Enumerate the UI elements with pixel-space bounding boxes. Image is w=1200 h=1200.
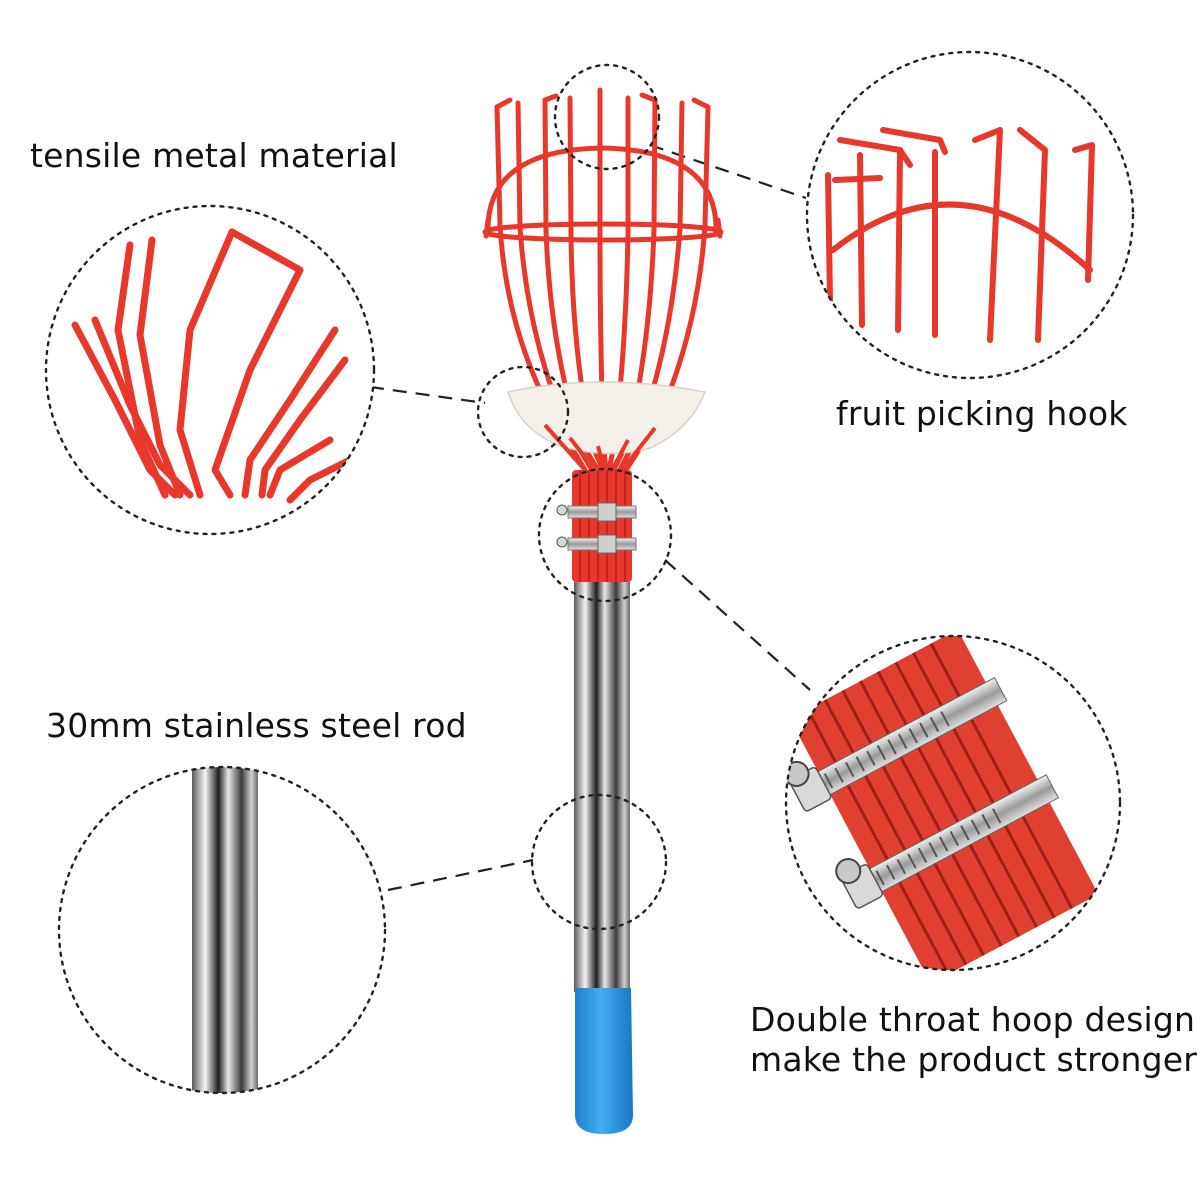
steel-rod bbox=[574, 582, 630, 992]
fruit-picker-product bbox=[482, 87, 724, 1134]
detail-double-hoop bbox=[784, 634, 1122, 972]
label-double-hoop-line2: make the product stronger bbox=[750, 1040, 1198, 1080]
foam-liner bbox=[507, 381, 707, 455]
label-picking-hook: fruit picking hook bbox=[836, 394, 1128, 433]
detail-picking-hook bbox=[805, 50, 1135, 380]
detail-wire-material bbox=[44, 204, 376, 536]
detail-steel-rod bbox=[57, 765, 387, 1095]
label-steel-rod: 30mm stainless steel rod bbox=[46, 706, 467, 745]
label-tensile-metal: tensile metal material bbox=[30, 136, 398, 175]
blue-handle bbox=[575, 988, 633, 1134]
label-double-hoop: Double throat hoop design make the produ… bbox=[750, 1000, 1197, 1081]
label-double-hoop-line1: Double throat hoop design bbox=[750, 1000, 1196, 1039]
callout-markers bbox=[476, 63, 673, 931]
callout-connectors bbox=[369, 143, 811, 892]
